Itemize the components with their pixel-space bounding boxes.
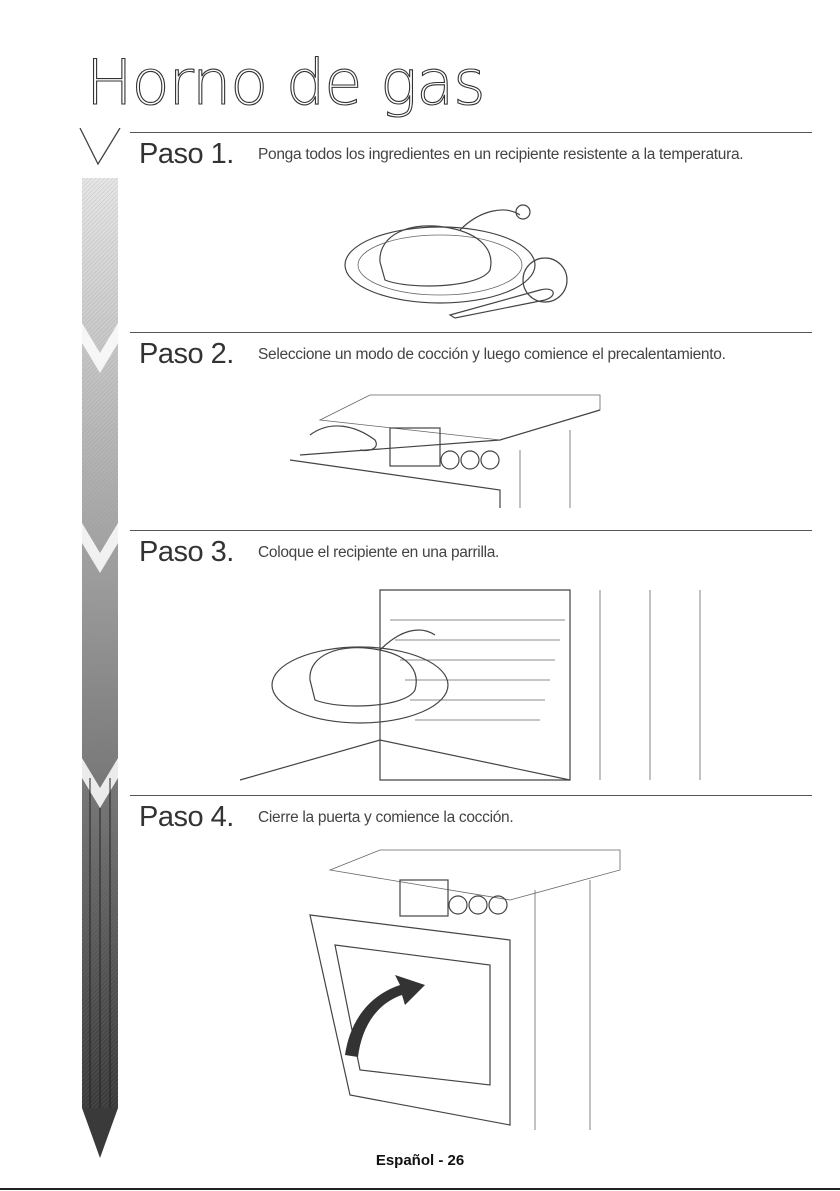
step-3-illustration — [230, 580, 720, 790]
step-1-illustration — [330, 190, 600, 320]
step-3-rule — [130, 530, 812, 531]
step-2-text: Seleccione un modo de cocción y luego co… — [258, 346, 726, 364]
step-4-rule — [130, 795, 812, 796]
page-title: Horno de gas — [86, 52, 485, 114]
step-1-label: Paso 1. — [139, 138, 234, 171]
bottom-border — [0, 1188, 840, 1190]
step-progress-bar — [78, 128, 138, 1168]
step-4-label: Paso 4. — [139, 801, 234, 834]
step-4-illustration — [290, 845, 630, 1135]
step-2-rule — [130, 332, 812, 333]
step-2-label: Paso 2. — [139, 338, 234, 371]
step-1-rule — [130, 132, 812, 133]
step-1-text: Ponga todos los ingredientes en un recip… — [258, 146, 743, 164]
step-4-text: Cierre la puerta y comience la cocción. — [258, 809, 513, 827]
step-3-label: Paso 3. — [139, 536, 234, 569]
step-2-illustration — [280, 390, 610, 510]
step-3-text: Coloque el recipiente en una parrilla. — [258, 544, 499, 562]
page-footer: Español - 26 — [0, 1152, 840, 1169]
